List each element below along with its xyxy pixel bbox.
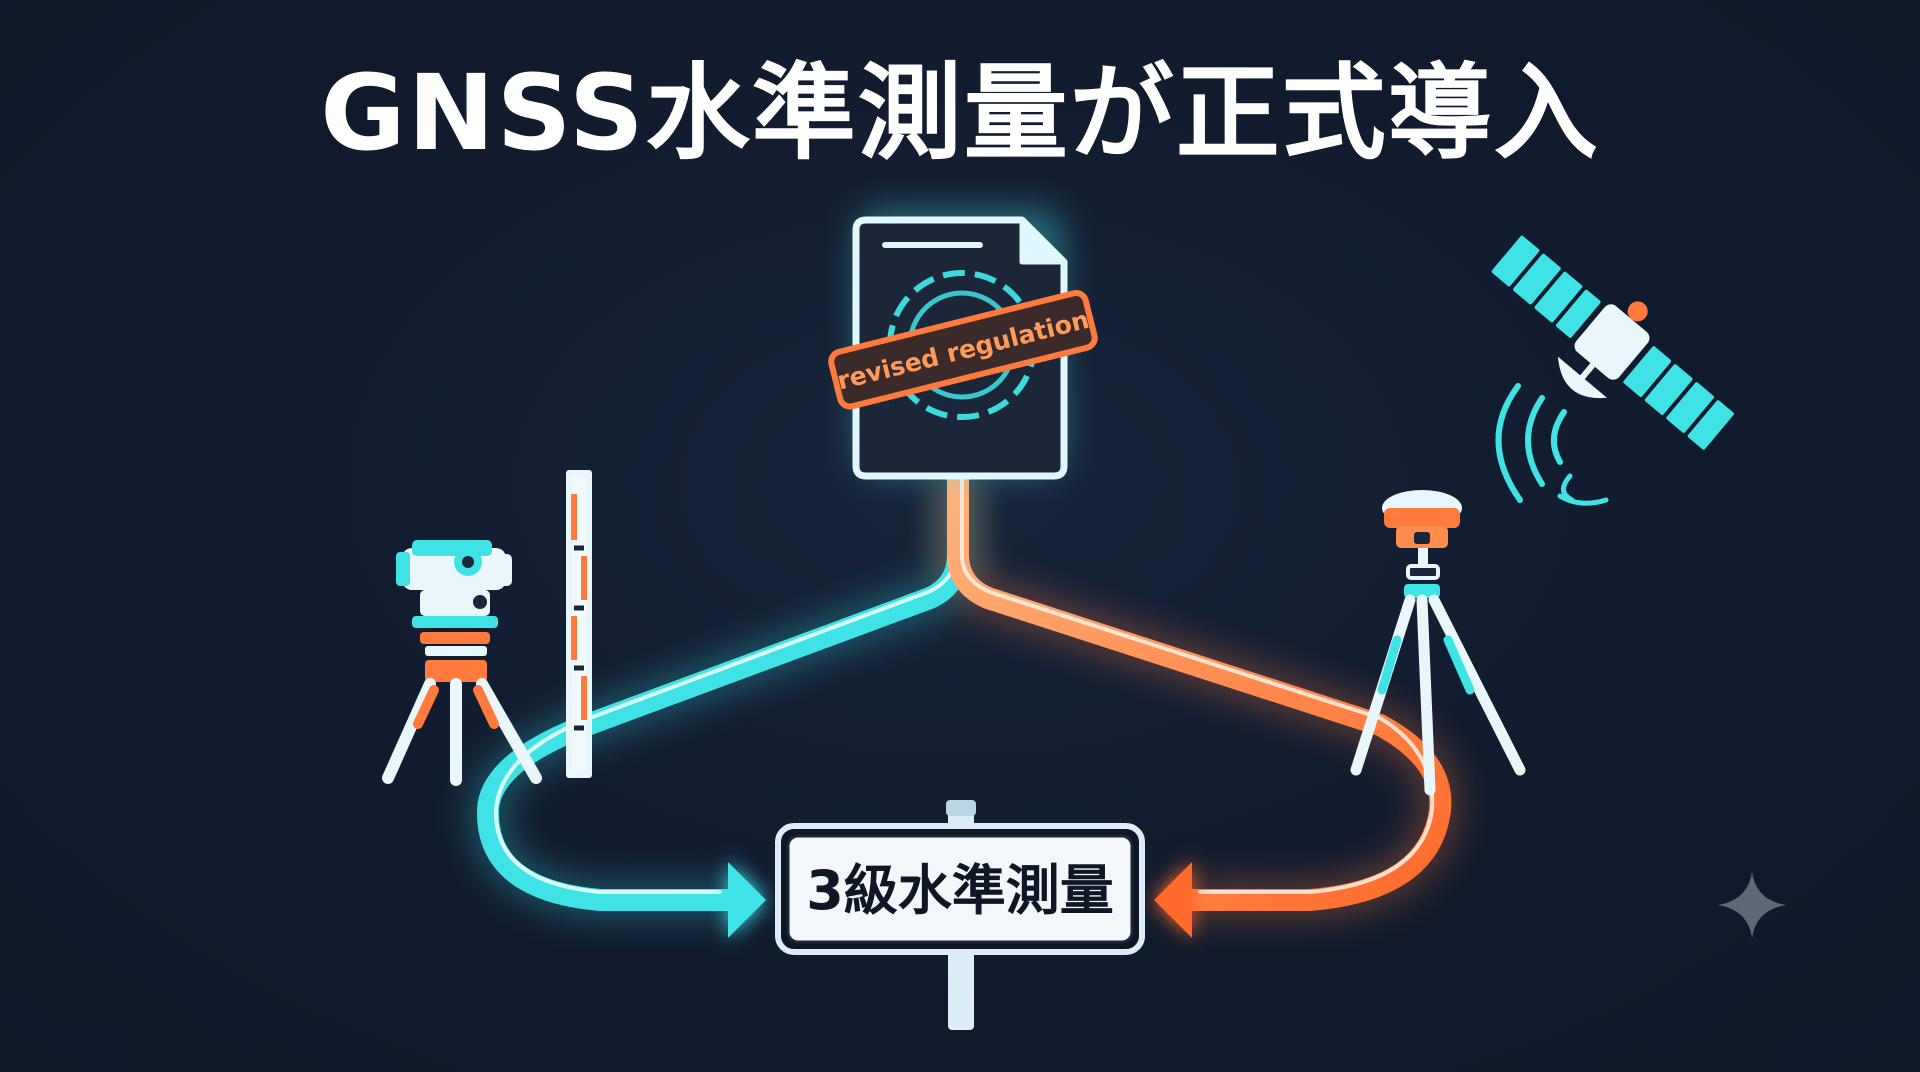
page-title: GNSS水準測量が正式導入 (320, 52, 1600, 174)
auto-level-tripod-icon (382, 540, 542, 786)
regulation-document-icon: revised regulation (828, 212, 1098, 480)
orange-arrowhead (1154, 862, 1192, 938)
cyan-connector (476, 464, 969, 911)
signal-waves-icon (1495, 383, 1609, 506)
gnss-receiver-tripod-icon (1350, 490, 1526, 796)
third-order-leveling-signpost: 3級水準測量 (775, 800, 1145, 1030)
cyan-arrowhead (728, 862, 766, 938)
flow-connectors (471, 464, 1458, 938)
leveling-staff-icon (566, 470, 592, 778)
sparkle-icon (1718, 872, 1786, 938)
orange-connector (947, 464, 1452, 911)
signpost-label: 3級水準測量 (806, 859, 1114, 922)
satellite-icon (1491, 235, 1734, 450)
